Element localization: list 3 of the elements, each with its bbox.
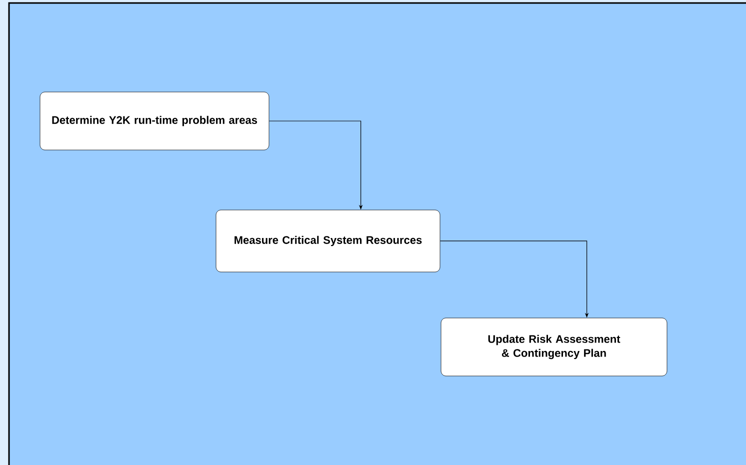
process-box: Update Risk Assessment & Contingency Plan <box>440 318 668 376</box>
process-box: Measure Critical System Resources <box>216 210 440 272</box>
process-box: Determine Y2K run-time problem areas <box>40 92 270 150</box>
